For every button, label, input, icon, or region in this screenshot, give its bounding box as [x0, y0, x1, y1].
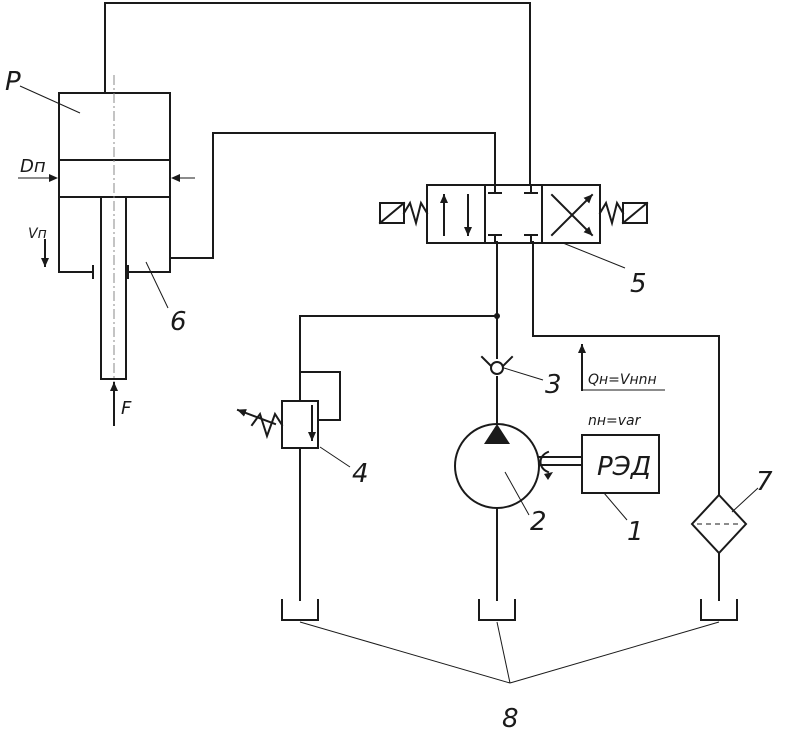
callout-2: 2	[530, 507, 547, 537]
piston-rod	[100, 196, 127, 380]
callout-3: 3	[545, 370, 562, 400]
pump-triangle	[484, 424, 510, 444]
tanks	[281, 599, 738, 684]
cap-side-line	[104, 2, 531, 186]
callout-1: 1	[627, 517, 644, 547]
label-chamber-p: P	[5, 67, 21, 97]
flow-indicator	[578, 344, 665, 391]
filter	[690, 487, 759, 555]
spring-left	[402, 200, 429, 227]
callout-4: 4	[352, 459, 369, 489]
pump	[454, 423, 583, 516]
return-line	[532, 241, 720, 496]
label-rod-velocity: Vп	[28, 226, 47, 242]
spring-right	[598, 200, 625, 227]
pilot-line	[299, 371, 341, 421]
callout-5: 5	[630, 269, 647, 299]
label-speed-formula: nн=var	[588, 413, 642, 429]
rotation-arc	[539, 450, 550, 474]
tank-filter	[700, 599, 738, 621]
solenoid-right	[622, 202, 648, 224]
tank-pump	[478, 599, 516, 621]
junction-dot	[494, 313, 500, 319]
directional-valve	[378, 184, 649, 269]
relief-branch-line	[299, 315, 498, 402]
cylinder-rod-chamber	[58, 196, 171, 273]
check-valve	[480, 355, 544, 381]
rod-side-line	[169, 132, 496, 259]
valve-cross-arrow-2	[550, 193, 594, 237]
hydraulic-lines	[104, 2, 720, 601]
electric-motor	[581, 434, 660, 521]
callout-7: 7	[756, 467, 773, 497]
tank-relief	[281, 599, 319, 621]
label-motor: РЭД	[597, 452, 651, 482]
label-flow-formula: Qн=Vнnн	[588, 372, 657, 388]
label-force: F	[121, 398, 132, 419]
callout-8: 8	[502, 704, 519, 734]
relief-valve	[236, 371, 351, 468]
adjust-arrow	[236, 408, 277, 426]
label-piston-diameter: Dп	[20, 156, 46, 177]
callout-6: 6	[170, 307, 187, 337]
hydraulic-cylinder	[18, 75, 195, 426]
